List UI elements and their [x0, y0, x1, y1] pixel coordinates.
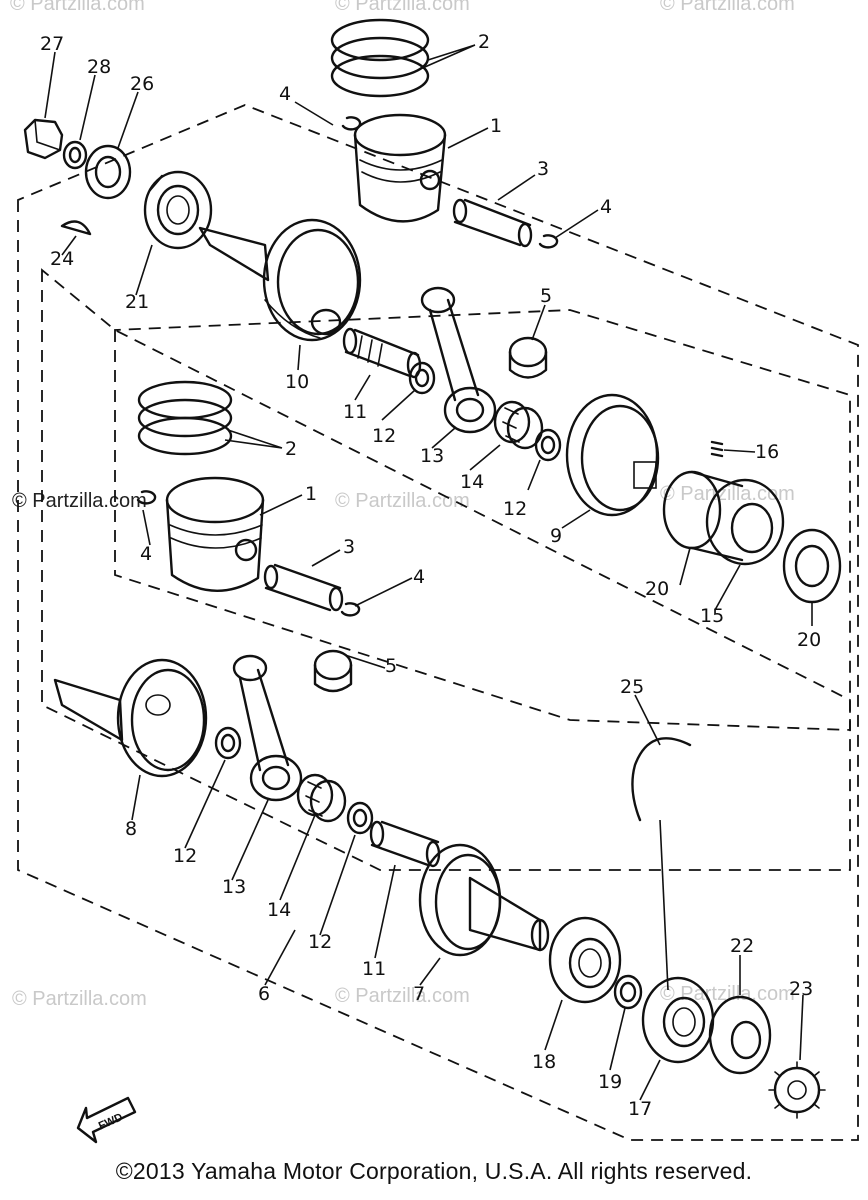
label-14-lower: 14 — [267, 899, 291, 921]
label-15: 15 — [700, 605, 724, 627]
assembly-outlines — [17, 104, 859, 1141]
label-12-lower-right: 12 — [308, 931, 332, 953]
label-4-upper-left: 4 — [279, 83, 291, 105]
label-5-upper: 5 — [540, 285, 552, 307]
lower-piston-pin — [263, 563, 344, 612]
watermark-top-right: © Partzilla.com — [660, 0, 795, 15]
label-4-upper-right: 4 — [600, 196, 612, 218]
label-11-upper: 11 — [343, 401, 367, 423]
upper-circlips — [341, 116, 559, 249]
upper-piston — [353, 113, 447, 223]
label-12-upper-right: 12 — [503, 498, 527, 520]
outline-upper-rod-group — [114, 309, 851, 731]
center-crank-web — [565, 393, 660, 517]
label-14-upper: 14 — [460, 471, 484, 493]
label-1-lower: 1 — [305, 483, 317, 505]
part-number-labels: 27 28 26 2 4 1 3 4 24 21 5 10 11 12 13 1… — [40, 31, 821, 1120]
label-5-lower: 5 — [385, 655, 397, 677]
watermark-bottom-center: © Partzilla.com — [335, 985, 470, 1007]
label-3-lower: 3 — [343, 536, 355, 558]
watermark-mid-center: © Partzilla.com — [335, 490, 470, 512]
upper-small-end-bearing — [508, 336, 548, 379]
label-26: 26 — [130, 73, 154, 95]
lower-circlips — [136, 490, 361, 617]
label-12-lower-left: 12 — [173, 845, 197, 867]
sprocket-23 — [768, 1061, 826, 1119]
lower-small-end-bearing — [313, 649, 353, 693]
lower-crank-web — [418, 843, 550, 957]
upper-piston-rings — [330, 18, 430, 98]
locating-pin — [710, 440, 724, 458]
watermark-top-center: © Partzilla.com — [335, 0, 470, 15]
fwd-label: FWD — [97, 1111, 125, 1132]
upper-connecting-rod — [420, 286, 497, 434]
watermarks: © Partzilla.com © Partzilla.com © Partzi… — [10, 0, 795, 1010]
label-2-upper: 2 — [478, 31, 490, 53]
label-16: 16 — [755, 441, 779, 463]
bearing-18 — [548, 916, 622, 1004]
label-22: 22 — [730, 935, 754, 957]
lower-crank-half — [53, 658, 208, 778]
upper-thrust-washer — [408, 361, 436, 395]
leader-lines — [44, 44, 813, 1101]
upper-piston-pin — [452, 198, 533, 248]
label-13-lower: 13 — [222, 876, 246, 898]
label-6: 6 — [258, 983, 270, 1005]
label-28: 28 — [87, 56, 111, 78]
label-19: 19 — [598, 1071, 622, 1093]
forward-arrow: FWD — [76, 1096, 137, 1144]
lower-piston — [165, 476, 265, 592]
upper-crank-pin — [342, 327, 422, 379]
lower-connecting-rod — [232, 654, 303, 802]
label-9: 9 — [550, 525, 562, 547]
label-17: 17 — [628, 1098, 652, 1120]
left-bearing — [143, 170, 213, 250]
lower-thrust-washer-left — [214, 726, 242, 760]
label-4-lower-left: 4 — [140, 543, 152, 565]
lower-big-end-bearing — [296, 773, 347, 823]
label-1-upper: 1 — [490, 115, 502, 137]
crank-end-hardware — [23, 118, 132, 200]
watermark-mid-right: © Partzilla.com — [660, 483, 795, 505]
outline-crank-assembly — [17, 104, 859, 1141]
copyright-notice: ©2013 Yamaha Motor Corporation, U.S.A. A… — [115, 1158, 753, 1184]
outline-lower-crank-group — [41, 268, 851, 871]
center-seal-assembly — [662, 470, 842, 604]
washer-19 — [613, 974, 643, 1010]
label-12-upper-left: 12 — [372, 425, 396, 447]
upper-big-end-bearing — [493, 400, 544, 450]
seal-22 — [708, 995, 772, 1075]
watermark-bottom-left: © Partzilla.com — [12, 988, 147, 1010]
label-8: 8 — [125, 818, 137, 840]
label-21: 21 — [125, 291, 149, 313]
label-24: 24 — [50, 248, 74, 270]
watermark-top-left: © Partzilla.com — [10, 0, 145, 15]
label-4-lower-right: 4 — [413, 566, 425, 588]
lower-crank-pin — [369, 820, 441, 868]
label-20-right: 20 — [797, 629, 821, 651]
label-2-lower: 2 — [285, 438, 297, 460]
upper-crank-half — [198, 218, 362, 342]
lower-thrust-washer-right — [346, 801, 374, 835]
watermark-partzilla: © Partzilla.com — [12, 490, 147, 512]
label-3-upper: 3 — [537, 158, 549, 180]
lower-piston-rings — [137, 380, 233, 456]
label-20-left: 20 — [645, 578, 669, 600]
label-13-upper: 13 — [420, 445, 444, 467]
label-25: 25 — [620, 676, 644, 698]
retaining-ring-25 — [631, 737, 692, 822]
label-23: 23 — [789, 978, 813, 1000]
label-11-lower: 11 — [362, 958, 386, 980]
label-7: 7 — [413, 983, 425, 1005]
woodruff-key — [60, 220, 92, 236]
label-18: 18 — [532, 1051, 556, 1073]
upper-washer-right — [534, 428, 562, 462]
label-10: 10 — [285, 371, 309, 393]
label-27: 27 — [40, 33, 64, 55]
